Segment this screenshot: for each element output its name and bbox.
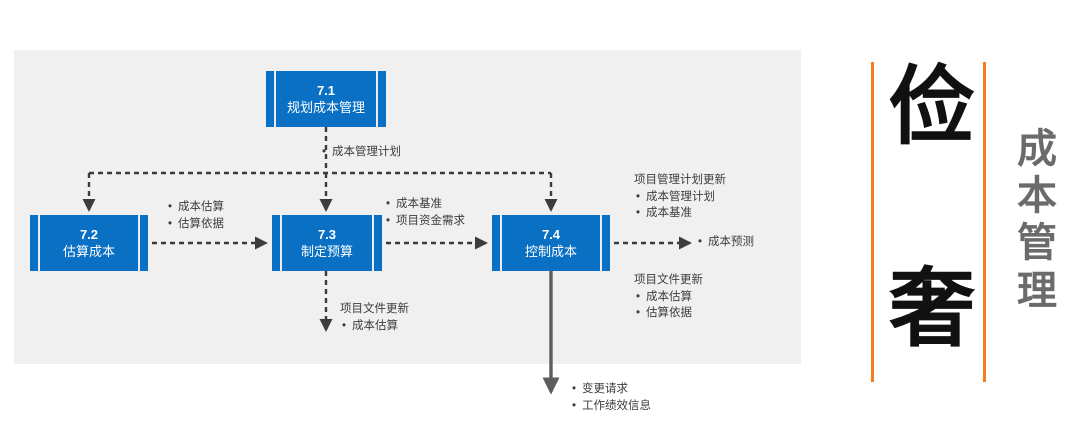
annotation-bullet: 项目资金需求 [386,213,465,230]
box-accent-bar-right [372,215,374,271]
big-character-lavish: 奢 [889,259,975,359]
annotation-bullet: 成本预测 [698,234,754,251]
box-accent-bar-right [376,71,378,127]
annotation-header: 项目管理计划更新 [634,174,726,186]
process-box-7-3[interactable]: 7.3 制定预算 [272,215,382,271]
process-name: 估算成本 [62,243,115,259]
process-number: 7.1 [316,83,336,99]
process-name: 规划成本管理 [286,99,365,115]
side-subtitle: 成 本 管 理 [1006,126,1068,315]
process-box-7-4[interactable]: 7.4 控制成本 [492,215,610,271]
big-character-frugal: 俭 [889,57,975,157]
annotation-bullet: 成本管理计划 [634,189,726,206]
annotation-project-management-plan-updates: 项目管理计划更新 成本管理计划 成本基准 [634,172,726,222]
box-accent-bar-left [500,215,502,271]
box-accent-bar-left [274,71,276,127]
process-number: 7.2 [79,227,99,243]
annotation-estimate-outputs: 成本估算 估算依据 [168,199,224,232]
subtitle-char: 成 [1017,126,1057,172]
box-accent-bar-left [280,215,282,271]
subtitle-char: 管 [1017,220,1057,267]
annotation-control-outputs: 变更请求 工作绩效信息 [572,381,651,414]
box-accent-bar-right [138,215,140,271]
annotation-header: 项目文件更新 [634,274,703,286]
annotation-bullet: 变更请求 [572,381,651,398]
orange-rule-left [871,62,874,382]
annotation-bullet: 成本估算 [634,289,703,306]
annotation-bullet: 估算依据 [168,216,224,233]
annotation-bullet: 成本管理计划 [322,144,401,161]
orange-rule-right [983,62,986,382]
annotation-header: 项目文件更新 [340,303,409,315]
process-name: 制定预算 [300,243,353,259]
box-accent-bar-left [38,215,40,271]
process-name: 控制成本 [524,243,577,259]
process-number: 7.4 [541,227,561,243]
annotation-cost-forecast: 成本预测 [698,234,754,251]
annotation-bullet: 成本基准 [634,205,726,222]
annotation-bullet: 成本基准 [386,196,465,213]
annotation-document-updates-control: 项目文件更新 成本估算 估算依据 [634,272,703,322]
annotation-bullet: 工作绩效信息 [572,398,651,415]
annotation-bullet: 估算依据 [634,305,703,322]
annotation-bullet: 成本估算 [168,199,224,216]
process-box-7-2[interactable]: 7.2 估算成本 [30,215,148,271]
annotation-cost-management-plan: 成本管理计划 [322,144,401,161]
process-number: 7.3 [317,227,337,243]
process-box-7-1[interactable]: 7.1 规划成本管理 [266,71,386,127]
annotation-document-updates-budget: 项目文件更新 成本估算 [340,301,409,334]
subtitle-char: 本 [1017,173,1057,220]
side-title-block: 俭 奢 成 本 管 理 [860,50,1075,395]
annotation-budget-outputs: 成本基准 项目资金需求 [386,196,465,229]
annotation-bullet: 成本估算 [340,318,409,335]
subtitle-char: 理 [1017,267,1057,314]
box-accent-bar-right [600,215,602,271]
